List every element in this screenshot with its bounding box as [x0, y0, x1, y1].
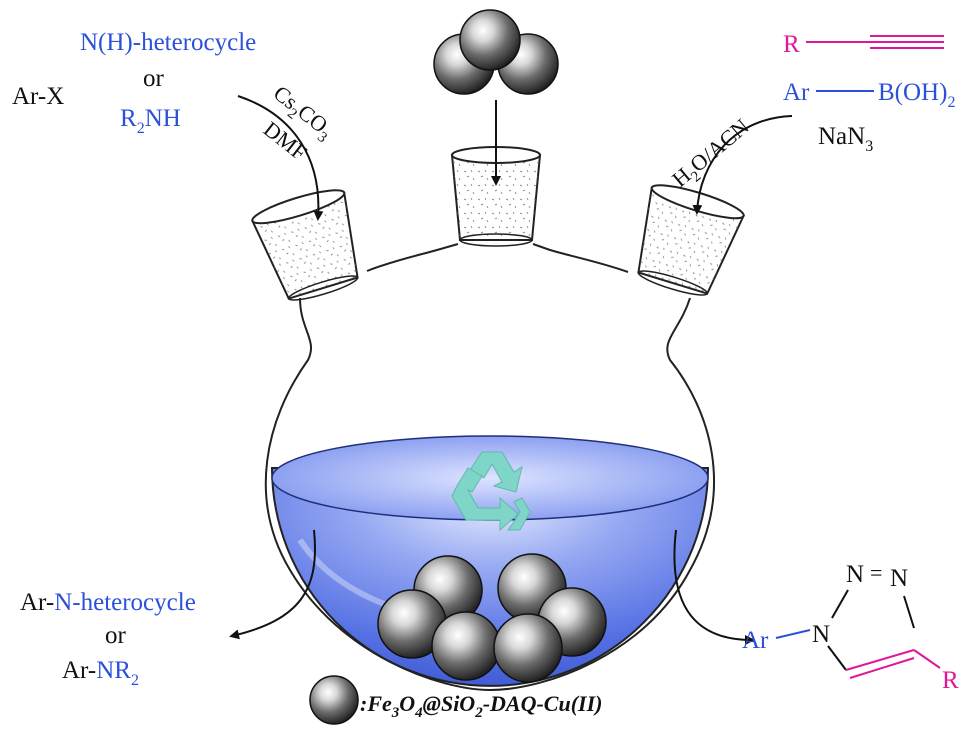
boronic-acid: B(OH)2 [878, 79, 955, 111]
right-conditions: H2O/ACN [667, 114, 757, 196]
arrow-icon [673, 529, 755, 645]
arrow-icon [237, 95, 324, 221]
arrow-icon [692, 115, 793, 215]
recycle-icon [451, 451, 531, 532]
or-text: or [105, 622, 127, 649]
catalyst-sphere-icon [459, 9, 521, 71]
round-bottom-flask [264, 243, 715, 692]
product-amine: Ar-NR2 [62, 657, 139, 689]
right-reagents: R Ar B(OH)2 NaN3 [783, 31, 955, 155]
sodium-azide: NaN3 [818, 123, 873, 155]
product-heterocycle: Ar-N-heterocycle [20, 589, 196, 616]
solvent-mixture: H2O/ACN [667, 114, 757, 196]
heterocycle-reagent: N(H)-heterocycle [80, 29, 256, 56]
aryl-halide: Ar-X [12, 83, 64, 110]
catalyst-particles-in-flask [377, 553, 607, 683]
triazole-n2: N [846, 561, 864, 588]
left-products: Ar-N-heterocycle or Ar-NR2 [20, 589, 196, 689]
or-text: or [143, 65, 165, 92]
triazole-n1: N [812, 621, 830, 648]
catalyst-sphere-icon [431, 611, 501, 681]
triazole-aryl: Ar [742, 627, 769, 654]
center-neck [450, 146, 542, 247]
triazole-n3: N [890, 565, 908, 592]
right-neck [637, 184, 745, 296]
catalyst-particles-top [433, 9, 559, 95]
aryl-label: Ar [783, 79, 810, 106]
catalyst-sphere-icon [493, 613, 563, 683]
left-reagents: Ar-X N(H)-heterocycle or R2NH [12, 29, 256, 137]
left-neck [251, 189, 359, 301]
left-conditions: Cs2CO3 DMF [259, 80, 333, 165]
triazole-product: Ar N N = N R [742, 560, 959, 694]
arrow-icon [229, 529, 316, 640]
triazole-double-bond: = [870, 560, 882, 585]
amine-reagent: R2NH [120, 105, 181, 137]
alkyne-r: R [783, 31, 800, 58]
catalyst-sphere-icon [309, 675, 359, 725]
catalyst-formula: :Fe3O4@SiO2-DAQ-Cu(II) [360, 691, 603, 721]
arrows [229, 95, 793, 645]
triazole-r: R [942, 667, 959, 694]
catalyst-legend: :Fe3O4@SiO2-DAQ-Cu(II) [309, 675, 603, 725]
